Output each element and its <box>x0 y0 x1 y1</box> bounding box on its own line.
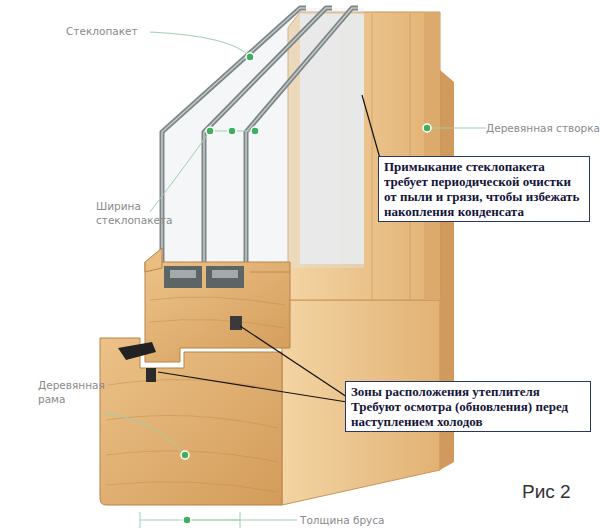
spacer-frame-inner <box>170 270 196 278</box>
wood-grain <box>106 451 278 462</box>
callout-box: Примыкание стеклопакета требует периодич… <box>378 156 590 222</box>
sash-profile-section <box>145 262 290 362</box>
callout-leader <box>158 372 347 402</box>
leader-dot <box>251 127 259 135</box>
callout-leader <box>362 95 381 162</box>
part-label: Ширина стеклопакета <box>96 199 176 227</box>
wood-grain <box>108 380 278 390</box>
sash-groove-line <box>250 272 290 273</box>
callout-text: Примыкание стеклопакета требует периодич… <box>384 159 584 219</box>
seal-profile <box>118 342 156 360</box>
part-label: Стеклопакет <box>66 24 166 38</box>
dimension-tick <box>140 512 141 528</box>
insulation-groove <box>230 316 242 330</box>
leader-dot <box>423 124 431 132</box>
spacer-frame-inner <box>212 270 238 278</box>
leader-line <box>150 32 250 57</box>
callout-leader <box>240 326 347 397</box>
wood-grain <box>150 297 285 305</box>
leader-line <box>150 131 256 212</box>
part-label: Толщина бруса <box>300 513 410 527</box>
leader-dot <box>228 127 236 135</box>
callout-box: Зоны расположения утеплителя Требуют осм… <box>345 381 591 432</box>
leader-line <box>190 520 297 521</box>
part-label: Деревянная створка <box>486 121 600 135</box>
part-label: Деревянная рама <box>38 378 108 406</box>
wood-grain <box>150 320 285 328</box>
leader-line <box>427 128 486 129</box>
glass-pane-highlight <box>204 8 332 268</box>
glazing-bead <box>145 248 162 272</box>
figure-caption: Рис 2 <box>522 481 571 503</box>
seal-profile <box>146 368 156 382</box>
spacer-frame <box>164 266 202 288</box>
wood-grain <box>106 416 278 429</box>
glass-pane <box>204 8 332 268</box>
leader-dot <box>206 127 214 135</box>
leader-line <box>102 412 185 455</box>
wood-grain <box>106 482 278 492</box>
spacer-frame <box>206 266 244 288</box>
leader-dot <box>181 451 189 459</box>
glass-pane-highlight <box>246 8 358 268</box>
glass-fill <box>162 8 364 268</box>
sash-rebate-line <box>372 14 373 300</box>
glass-pane <box>246 8 358 268</box>
leader-dot <box>183 516 191 524</box>
frame-profile-section <box>100 338 282 505</box>
leader-dot <box>246 53 254 61</box>
callout-text: Зоны расположения утеплителя Требуют осм… <box>351 384 585 429</box>
